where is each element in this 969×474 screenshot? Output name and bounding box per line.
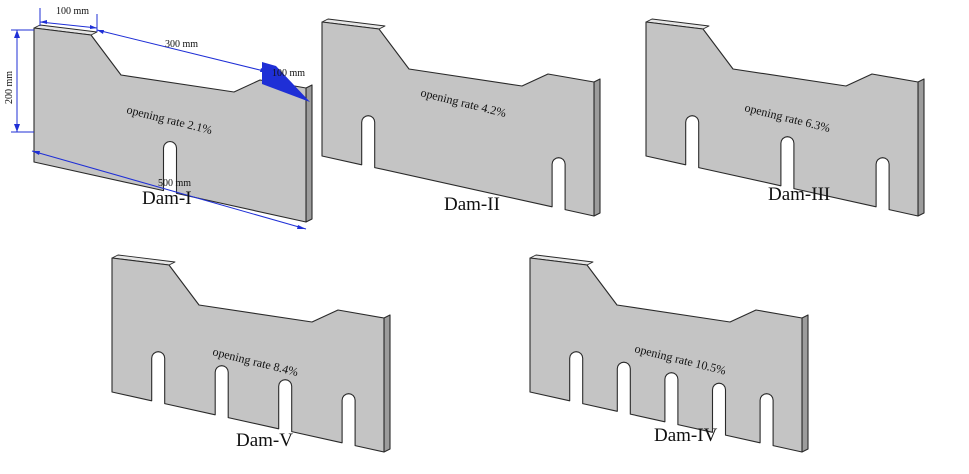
plate-face bbox=[321, 21, 595, 217]
dam-iv-name: Dam-IV bbox=[654, 425, 718, 446]
dim-arrow bbox=[14, 124, 20, 132]
dam-ii-name: Dam-II bbox=[444, 194, 500, 215]
dim-arrow bbox=[14, 30, 20, 38]
plate-face bbox=[529, 257, 803, 453]
dim-arrow bbox=[40, 20, 47, 24]
dim-wedge-top-right bbox=[262, 62, 310, 102]
dim-arrow bbox=[97, 30, 104, 34]
plate-side-edge bbox=[801, 314, 809, 453]
dim-label-top-mid: 300 mm bbox=[165, 39, 198, 50]
plate-side-edge bbox=[917, 78, 925, 217]
plate-side-edge bbox=[305, 84, 313, 223]
plate-side-edge bbox=[593, 78, 601, 217]
dim-line-top-mid bbox=[96, 29, 269, 73]
dim-label-height: 200 mm bbox=[4, 71, 15, 104]
dam-v-plate bbox=[111, 254, 391, 453]
dam-i-name: Dam-I bbox=[142, 188, 192, 209]
dam-i-plate bbox=[33, 24, 313, 223]
dim-arrow bbox=[32, 151, 40, 155]
dim-line-length bbox=[31, 150, 307, 230]
plate-side-edge bbox=[383, 314, 391, 453]
dam-i-dimensions: 100 mm 300 mm 100 mm 200 mm 500 mm bbox=[4, 6, 310, 230]
dim-label-top-left: 100 mm bbox=[56, 6, 89, 17]
dam-ii-plate bbox=[321, 18, 601, 217]
dim-label-top-right: 100 mm bbox=[272, 68, 305, 79]
plate-face bbox=[645, 21, 919, 217]
dam-iii-name: Dam-III bbox=[768, 184, 830, 205]
dim-arrow bbox=[297, 225, 306, 229]
dam-v-name: Dam-V bbox=[236, 430, 293, 451]
dam-iv-plate bbox=[529, 254, 809, 453]
dim-line-top-left bbox=[39, 21, 98, 29]
dim-arrow bbox=[90, 25, 97, 29]
dim-label-length: 500 mm bbox=[158, 178, 191, 189]
plate-face bbox=[33, 27, 307, 223]
dam-iii-plate bbox=[645, 18, 925, 217]
plate-face bbox=[111, 257, 385, 453]
